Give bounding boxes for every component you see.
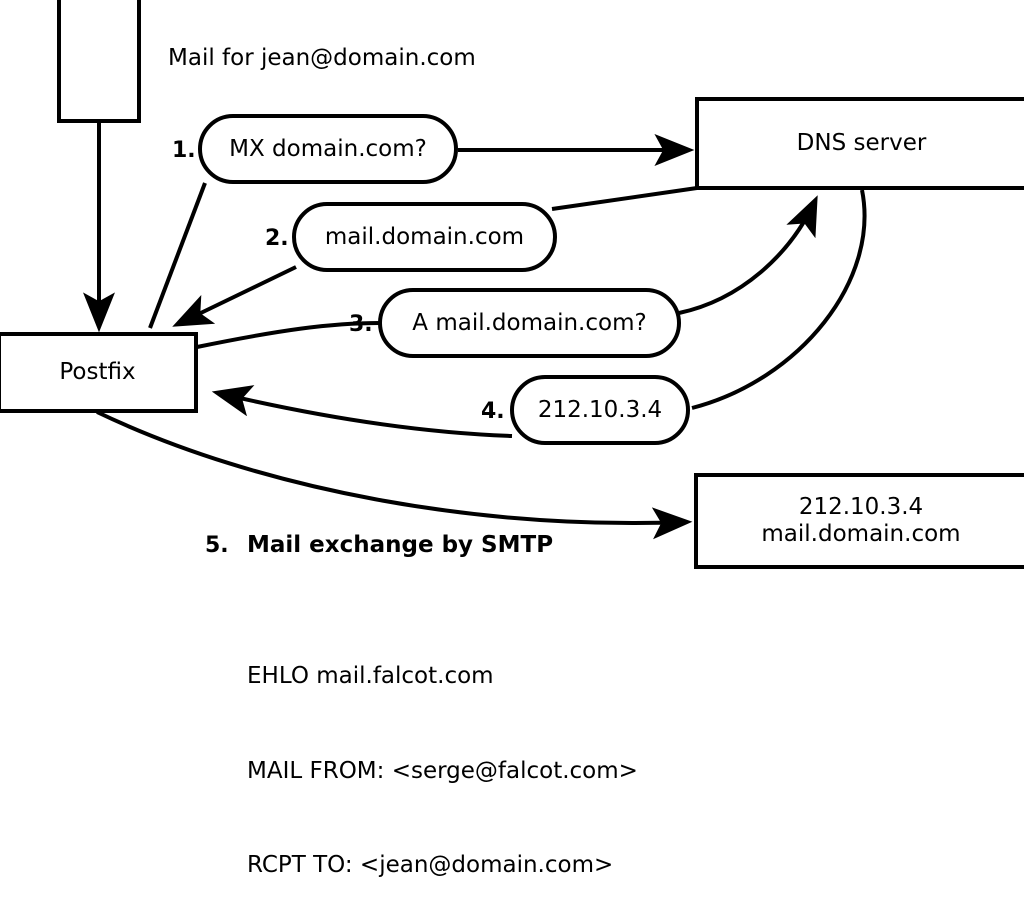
mail-host-name: mail.domain.com — [761, 521, 961, 547]
edge-dns-to-bubble2 — [551, 186, 698, 211]
bubble-step-3: A mail.domain.com? — [378, 288, 681, 358]
bubble-step-1-label: MX domain.com? — [229, 136, 427, 162]
bubble-step-4: 212.10.3.4 — [510, 375, 690, 445]
page-title: Mail for jean@domain.com — [168, 45, 476, 71]
bubble-step-1: MX domain.com? — [198, 114, 458, 184]
edge-dns-to-bubble4 — [691, 189, 867, 410]
edge-bubble4-to-postfix — [211, 385, 513, 438]
step-4-number: 4. — [481, 399, 505, 424]
edge-postfix-to-mailhost — [96, 410, 693, 540]
bubble-step-2: mail.domain.com — [292, 202, 557, 272]
step-5-label: Mail exchange by SMTP — [247, 532, 554, 558]
edge-postfix-to-bubble1 — [148, 182, 207, 329]
edge-postfix-to-bubble3 — [196, 321, 381, 349]
sender-box — [57, 0, 141, 123]
smtp-line: RCPT TO: <jean@domain.com> — [247, 852, 614, 878]
dns-server-box: DNS server — [695, 97, 1024, 190]
mail-host-ip: 212.10.3.4 — [798, 493, 924, 520]
postfix-box: Postfix — [0, 332, 198, 413]
edge-bubble2-to-postfix — [172, 265, 297, 327]
smtp-line: MAIL FROM: <serge@falcot.com> — [247, 757, 638, 784]
mail-host-box: 212.10.3.4 mail.domain.com — [694, 473, 1024, 569]
bubble-step-2-label: mail.domain.com — [324, 224, 525, 250]
edge-bubble3-to-dns — [678, 195, 818, 315]
step-3-number: 3. — [349, 312, 373, 337]
dns-server-label: DNS server — [796, 129, 927, 156]
bubble-step-3-label: A mail.domain.com? — [412, 310, 647, 336]
step-5-number: 5. — [205, 533, 229, 558]
smtp-line: EHLO mail.falcot.com — [247, 663, 494, 689]
smtp-transcript: EHLO mail.falcot.com MAIL FROM: <serge@f… — [247, 598, 638, 919]
step-2-number: 2. — [265, 226, 289, 251]
postfix-label: Postfix — [59, 358, 136, 385]
bubble-step-4-label: 212.10.3.4 — [537, 397, 663, 423]
step-1-number: 1. — [172, 138, 196, 163]
